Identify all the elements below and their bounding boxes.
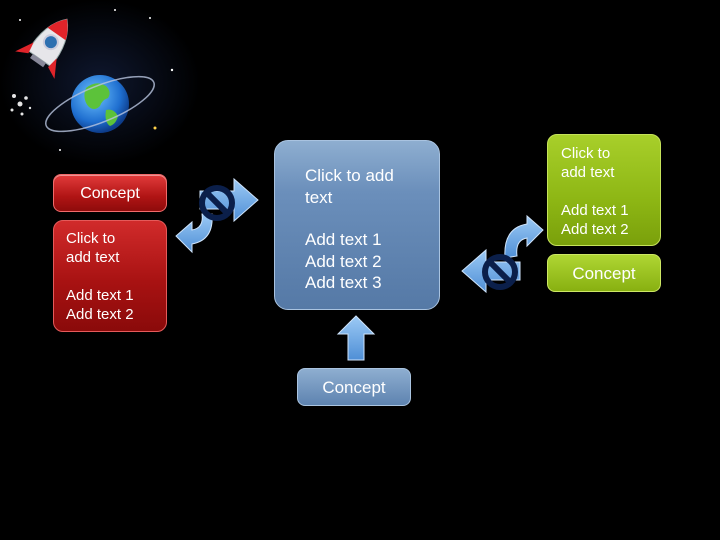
up-arrow-icon [338, 316, 374, 360]
curved-arrow-icon [176, 214, 212, 252]
curved-arrow-icon-right [505, 216, 543, 258]
